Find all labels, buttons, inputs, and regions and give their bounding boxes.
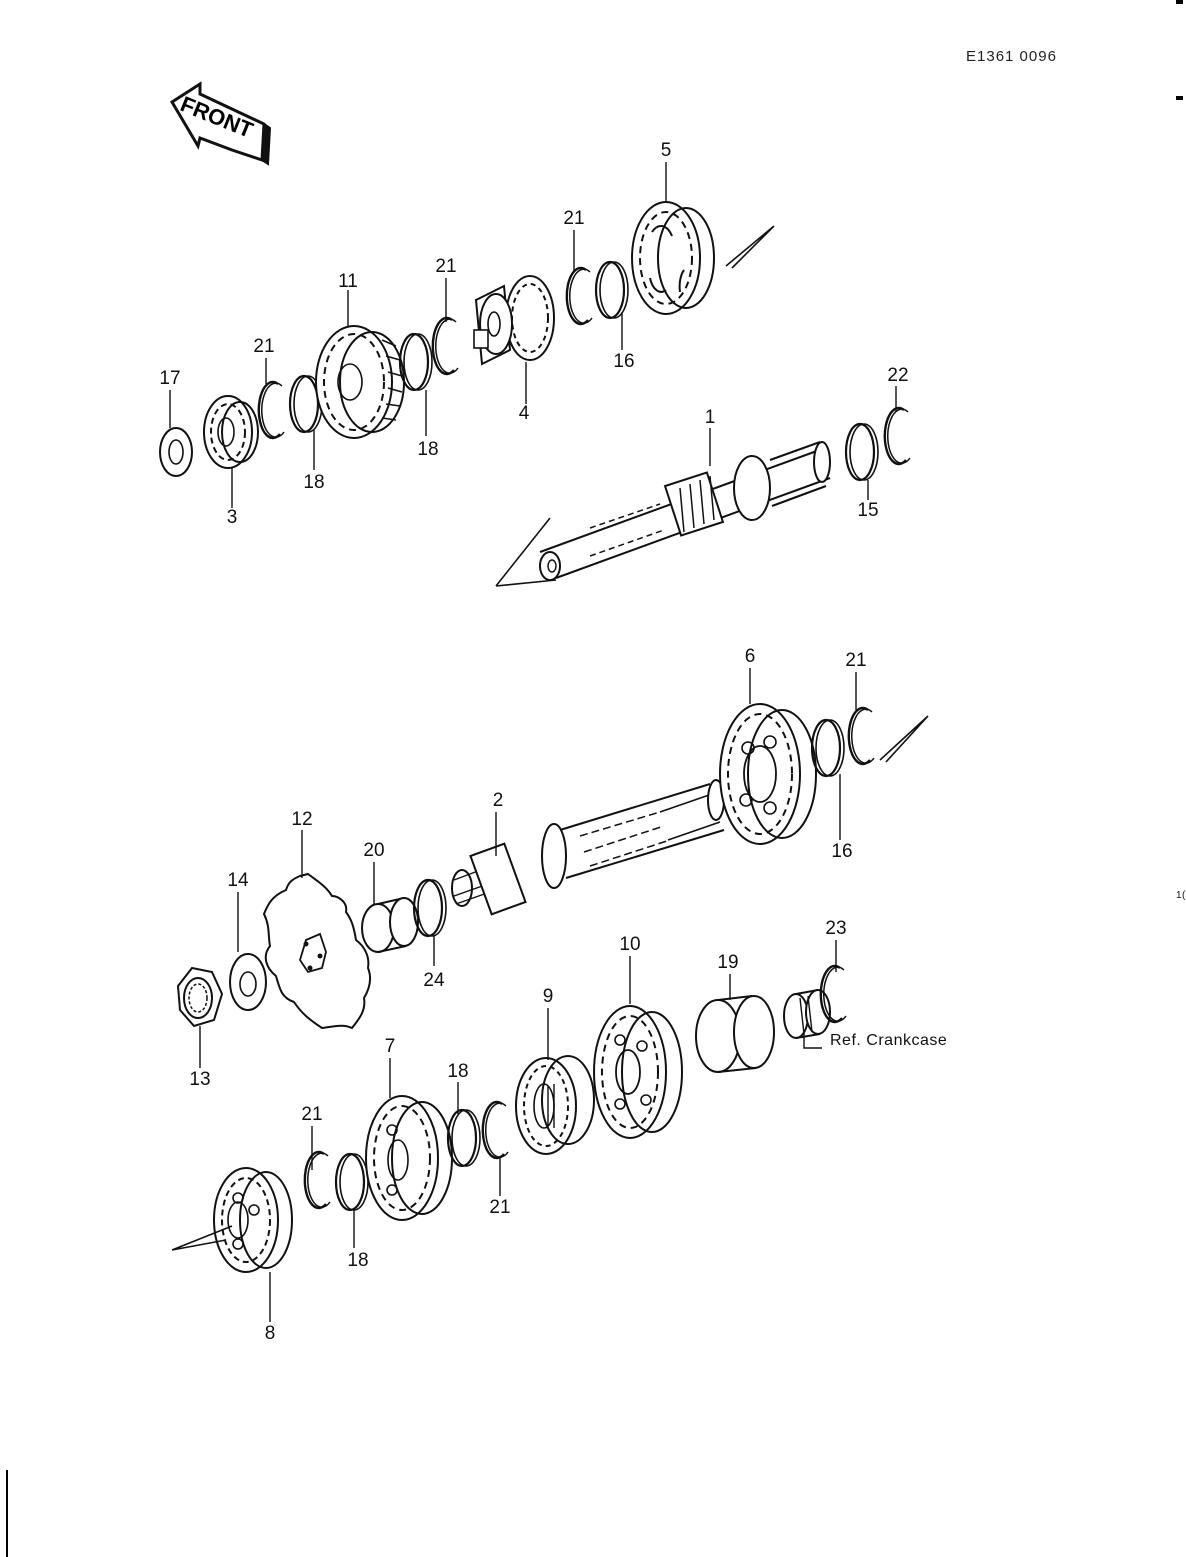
callout-3: 3	[226, 507, 238, 528]
collar-19	[695, 995, 775, 1073]
callout-16: 16	[613, 351, 635, 372]
gear-9	[515, 1055, 595, 1155]
washer-16a	[594, 260, 630, 320]
callout-4: 4	[518, 403, 530, 424]
circlip-21e	[303, 1150, 332, 1210]
sprocket-12	[262, 872, 372, 1030]
o-ring-24	[412, 878, 448, 938]
leader-lines	[169, 162, 897, 1322]
edge-mark	[1176, 96, 1183, 100]
callout-19: 19	[717, 952, 739, 973]
callout-9: 9	[542, 986, 554, 1007]
callout-18: 18	[447, 1061, 469, 1082]
washer-14	[229, 953, 267, 1011]
washer-18b	[398, 332, 434, 392]
callout-18: 18	[417, 439, 439, 460]
shaft-2	[451, 779, 725, 916]
callout-21: 21	[301, 1104, 323, 1125]
edge-mark	[6, 1470, 8, 1557]
callout-2: 2	[492, 790, 504, 811]
gear-10	[593, 1005, 683, 1139]
callout-1: 1	[704, 407, 716, 428]
callout-7: 7	[384, 1036, 396, 1057]
drawing-code: E1361 0096	[966, 48, 1057, 65]
edge-mark	[1176, 0, 1183, 4]
washer-15	[844, 422, 880, 482]
callout-6: 6	[744, 646, 756, 667]
callout-12: 12	[291, 809, 313, 830]
callout-10: 10	[619, 934, 641, 955]
circlip-21a	[257, 380, 286, 440]
circlip-21c	[565, 266, 594, 326]
gear-8	[171, 1167, 293, 1273]
callout-14: 14	[227, 870, 249, 891]
circlip-21b	[431, 316, 460, 376]
washer-18d	[446, 1108, 482, 1168]
front-arrow-icon: FRONT	[169, 81, 272, 166]
callout-16: 16	[831, 841, 853, 862]
callout-5: 5	[660, 140, 672, 161]
circlip-21f	[481, 1100, 510, 1160]
callout-24: 24	[423, 970, 445, 991]
washer-17	[159, 427, 193, 477]
gear-6	[719, 703, 817, 845]
callout-22: 22	[887, 365, 909, 386]
callout-13: 13	[189, 1069, 211, 1090]
callout-21: 21	[435, 256, 457, 277]
callout-20: 20	[363, 840, 385, 861]
gear-3	[203, 395, 259, 469]
circlip-22	[883, 406, 912, 466]
circlip-21d	[847, 706, 876, 766]
callout-18: 18	[303, 472, 325, 493]
callout-21: 21	[253, 336, 275, 357]
gear-5	[631, 201, 775, 315]
needle-bearing	[783, 989, 831, 1049]
callout-15: 15	[857, 500, 879, 521]
callout-8: 8	[264, 1323, 276, 1344]
callout-21: 21	[845, 650, 867, 671]
callout-21: 21	[563, 208, 585, 229]
callout-18: 18	[347, 1250, 369, 1271]
collar-20	[361, 897, 419, 953]
callout-11: 11	[338, 271, 358, 292]
axis-line	[879, 715, 929, 763]
edge-char: 1(	[1176, 890, 1186, 901]
gear-7	[365, 1095, 453, 1221]
washer-16b	[810, 718, 846, 778]
shaft-1	[495, 441, 831, 587]
callout-21: 21	[489, 1197, 511, 1218]
callout-17: 17	[159, 368, 181, 389]
gear-4	[473, 275, 555, 366]
callout-23: 23	[825, 918, 847, 939]
note-crankcase: Ref. Crankcase	[830, 1032, 948, 1049]
washer-18c	[334, 1152, 370, 1212]
nut-13	[176, 966, 224, 1028]
gear-11	[315, 325, 405, 439]
